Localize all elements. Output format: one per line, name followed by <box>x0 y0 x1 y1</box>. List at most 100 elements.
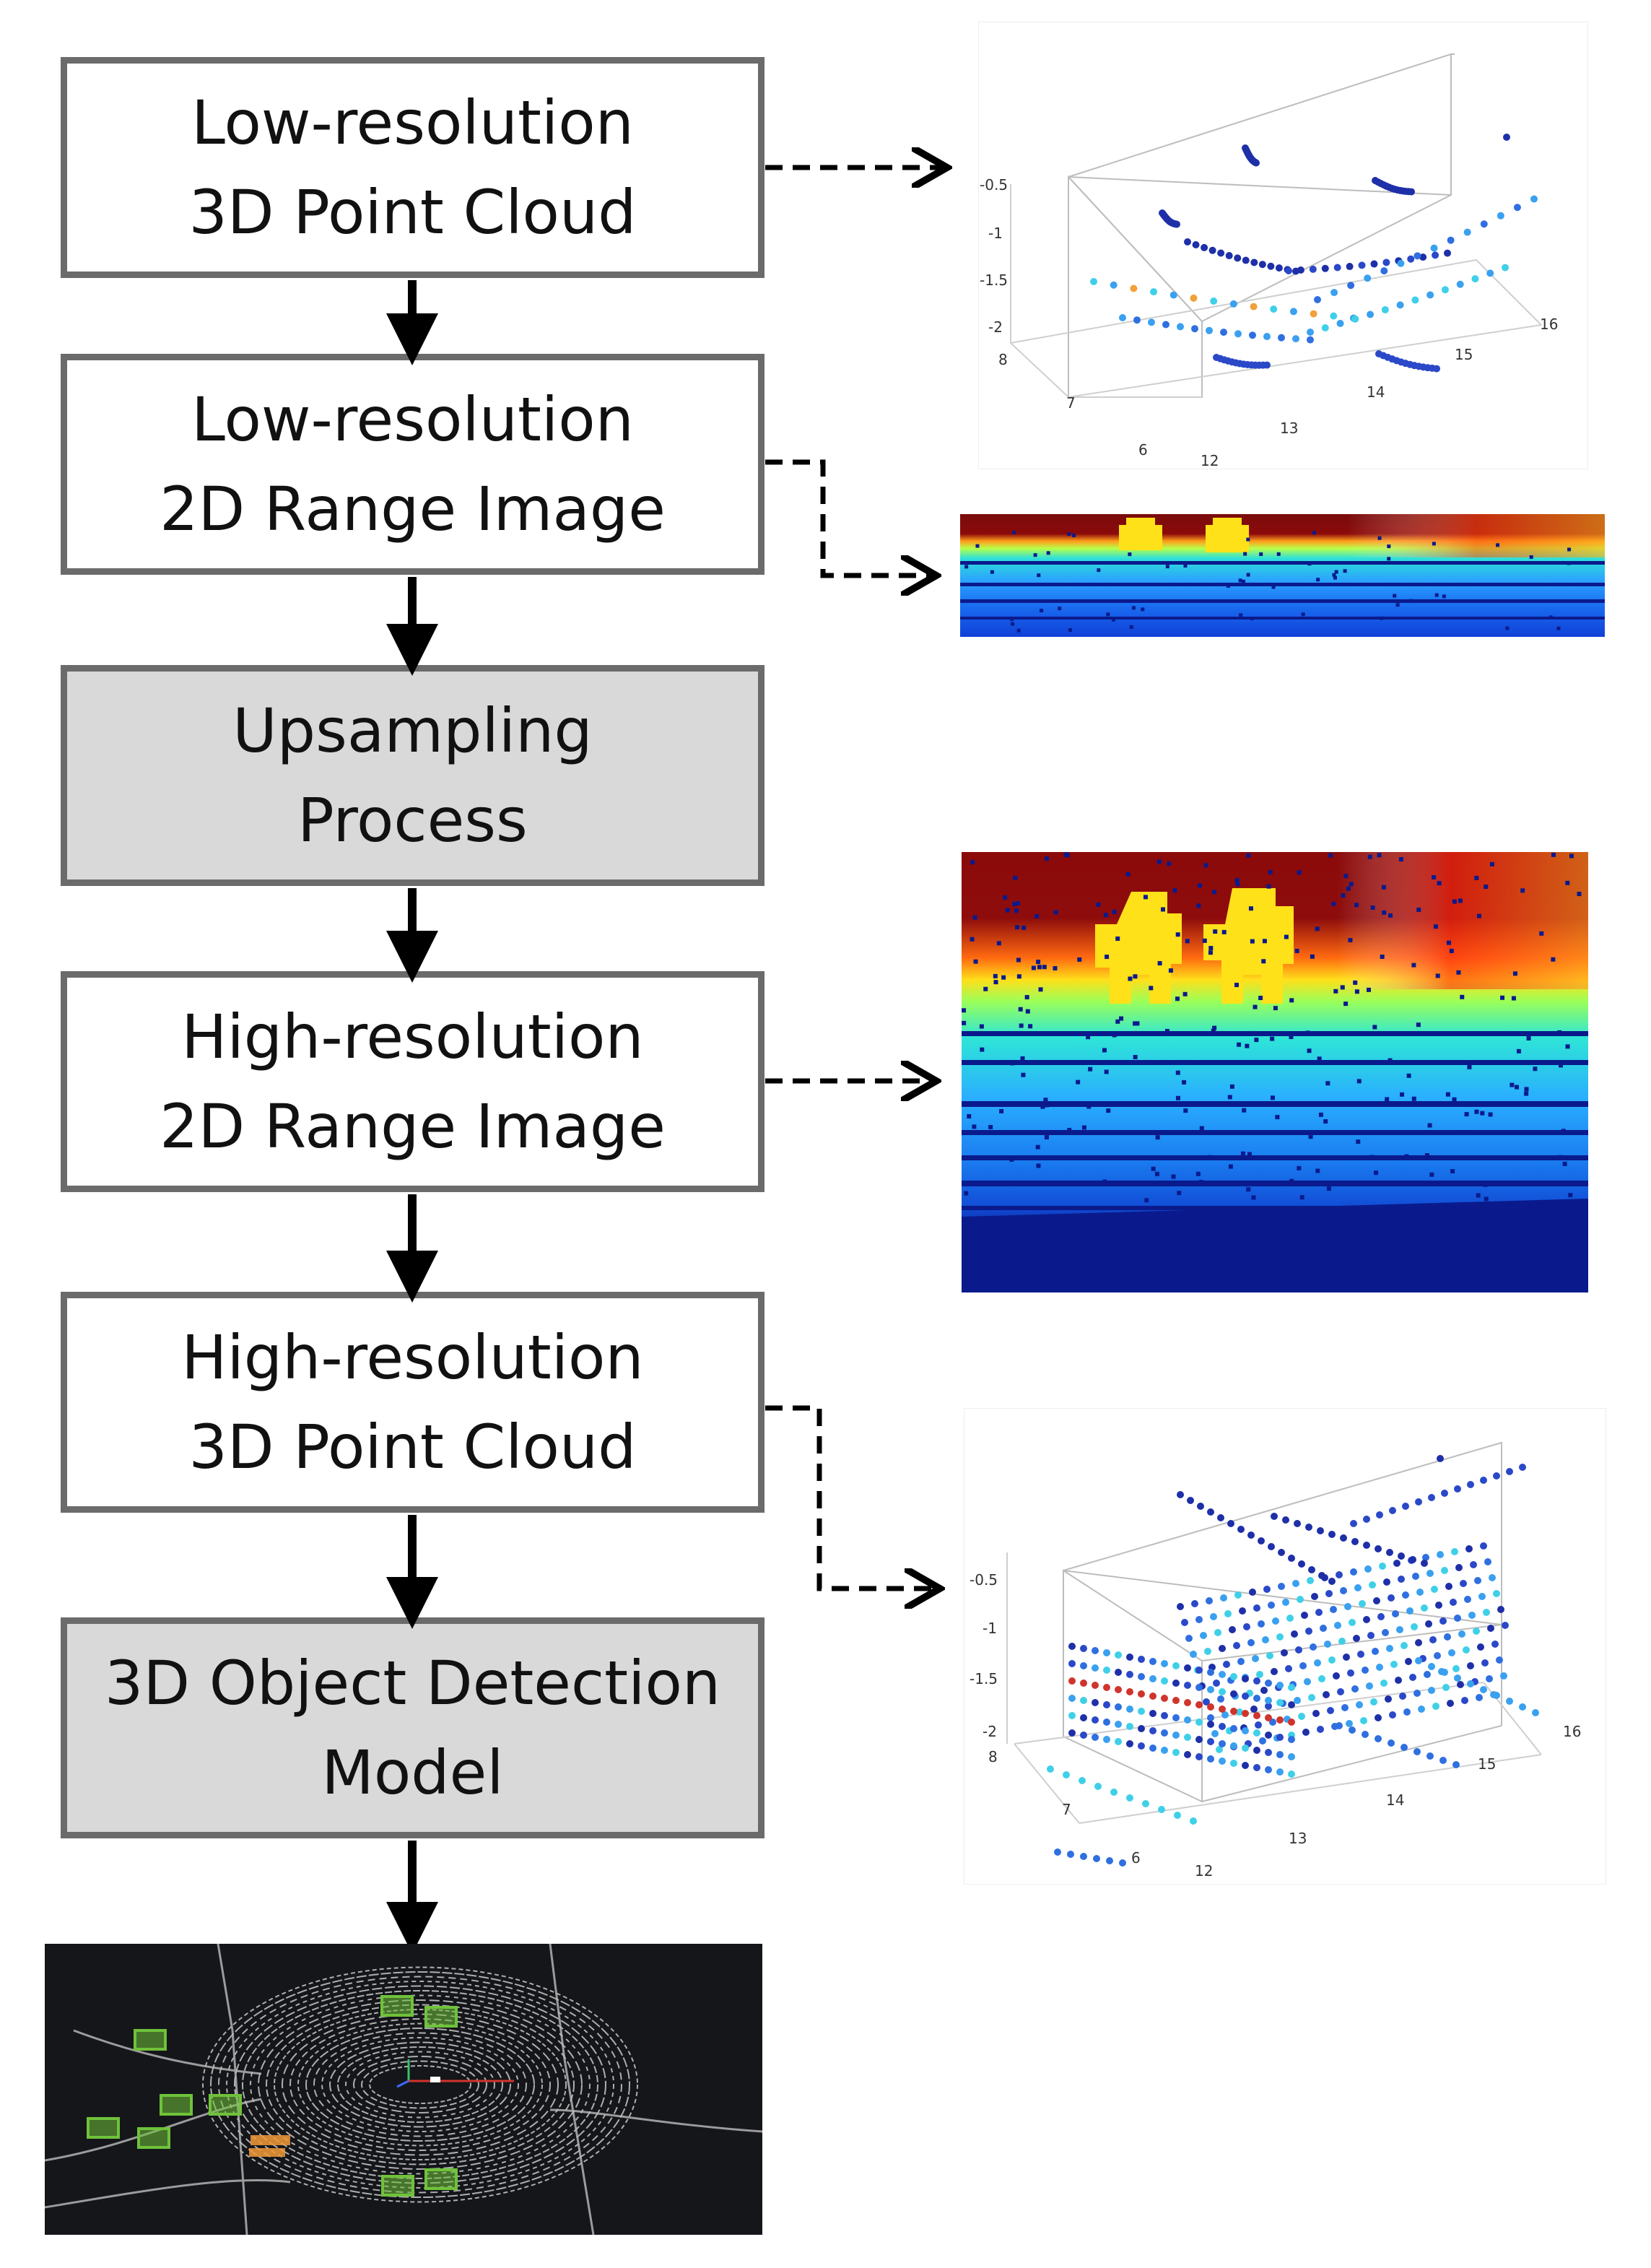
point-cloud-point <box>1265 1680 1272 1687</box>
point-cloud-point <box>1230 1725 1237 1732</box>
point-cloud-point <box>1206 326 1213 334</box>
point-cloud-point <box>1298 1560 1305 1568</box>
point-cloud-point <box>1351 1685 1359 1693</box>
point-cloud-point <box>1375 1545 1382 1552</box>
point-cloud-point <box>1428 1663 1435 1670</box>
point-cloud-point <box>1426 291 1434 299</box>
point-cloud-point <box>1149 1727 1156 1734</box>
point-cloud-point <box>1310 310 1317 318</box>
point-cloud-point <box>1358 261 1366 269</box>
point-cloud-point <box>1172 1714 1180 1721</box>
point-cloud-point <box>1513 204 1521 212</box>
point-cloud-point <box>1080 1645 1087 1652</box>
point-cloud-point <box>1497 212 1504 220</box>
point-cloud-point <box>1340 1534 1347 1542</box>
point-cloud-point <box>1405 1658 1412 1665</box>
point-cloud-point <box>1367 1632 1375 1639</box>
point-cloud-point <box>1177 323 1184 331</box>
point-cloud-point <box>1094 1783 1102 1790</box>
point-cloud-point <box>1149 1675 1156 1682</box>
point-cloud-point <box>1103 1667 1110 1674</box>
point-cloud-point <box>1323 1691 1330 1698</box>
point-cloud-point <box>1359 1600 1366 1607</box>
point-cloud-point <box>1497 1606 1504 1613</box>
point-cloud-point <box>1402 1591 1409 1599</box>
point-cloud-point <box>1400 1642 1408 1649</box>
point-cloud-point <box>1376 1511 1383 1518</box>
point-cloud-point <box>1468 1612 1476 1619</box>
point-cloud-point <box>1519 1703 1526 1711</box>
point-cloud-point <box>1441 286 1449 294</box>
point-cloud-point <box>1126 1723 1133 1730</box>
point-cloud-point <box>1430 244 1438 252</box>
point-cloud-point <box>1333 1672 1340 1680</box>
point-cloud-point <box>1207 1686 1214 1693</box>
point-cloud-point <box>1317 1527 1324 1534</box>
high-x-tick-5: 16 <box>1563 1723 1581 1740</box>
box-label-line1: High-resolution <box>181 1322 644 1393</box>
point-cloud-point <box>1456 280 1464 288</box>
point-cloud-point <box>1463 1646 1470 1654</box>
point-cloud-point <box>1346 1720 1353 1727</box>
point-cloud-point <box>1253 1695 1260 1702</box>
point-cloud-point <box>1362 1731 1369 1738</box>
point-cloud-point <box>1217 1514 1224 1521</box>
point-cloud-point <box>1242 1710 1249 1717</box>
point-cloud-point <box>1369 1581 1376 1589</box>
point-cloud-point <box>1336 1571 1343 1578</box>
point-cloud-point <box>1476 1694 1483 1701</box>
low-plot-axes <box>1010 184 1542 398</box>
low-res-points <box>1090 134 1538 373</box>
point-cloud-point <box>1115 1738 1122 1745</box>
point-cloud-point <box>1467 1662 1474 1669</box>
point-cloud-point <box>1172 1680 1180 1687</box>
point-cloud-point <box>1356 1701 1363 1708</box>
point-cloud-point <box>1207 1721 1214 1728</box>
point-cloud-point <box>1225 252 1233 260</box>
point-cloud-point <box>1195 1684 1203 1691</box>
point-cloud-point <box>1265 1697 1272 1704</box>
point-cloud-point <box>1268 1543 1275 1550</box>
point-cloud-point <box>1130 284 1138 292</box>
point-cloud-point <box>1484 1558 1491 1565</box>
point-cloud-point <box>1493 1590 1500 1597</box>
point-cloud-point <box>1409 1556 1416 1563</box>
point-cloud-point <box>1184 1699 1191 1706</box>
point-cloud-point <box>1411 1623 1418 1630</box>
box-label-line1: 3D Object Detection <box>104 1648 721 1719</box>
point-cloud-point <box>1434 1652 1441 1659</box>
point-cloud-point <box>1265 1703 1272 1710</box>
point-cloud-point <box>1161 1747 1168 1754</box>
low-x-tick-3: 14 <box>1367 383 1385 401</box>
point-cloud-point <box>1219 1688 1226 1695</box>
point-cloud-point <box>1442 1684 1450 1691</box>
high-x-tick-2: 13 <box>1289 1830 1307 1847</box>
point-cloud-point <box>1195 1616 1203 1623</box>
point-cloud-point <box>1395 1677 1402 1684</box>
point-cloud-point <box>1393 1560 1400 1567</box>
point-cloud-point <box>1477 1643 1484 1651</box>
point-cloud-point <box>1349 1619 1356 1626</box>
point-cloud-point <box>1344 1603 1351 1610</box>
high-z-tick-2: -1 <box>983 1620 997 1637</box>
point-cloud-point <box>1192 240 1200 248</box>
point-cloud-point <box>1464 1596 1471 1603</box>
point-cloud-point <box>1230 1690 1237 1698</box>
point-cloud-point <box>1432 1703 1439 1710</box>
point-cloud-point <box>1298 1713 1305 1720</box>
point-cloud-point <box>1243 1623 1250 1630</box>
point-cloud-point <box>1200 1632 1207 1639</box>
point-cloud-point <box>1346 263 1354 271</box>
point-cloud-point <box>1314 1659 1321 1667</box>
point-cloud-point <box>1487 1625 1494 1632</box>
point-cloud-point <box>1467 1680 1474 1687</box>
point-cloud-point <box>1402 1503 1409 1510</box>
point-cloud-point <box>1396 301 1404 309</box>
point-cloud-point <box>1350 1568 1357 1576</box>
point-cloud-point <box>1253 1604 1260 1612</box>
point-cloud-point <box>1172 1732 1180 1739</box>
point-cloud-point <box>1220 1594 1227 1602</box>
point-cloud-point <box>1375 1714 1382 1721</box>
point-cloud-point <box>1392 1610 1399 1617</box>
point-cloud-point <box>1276 1716 1284 1724</box>
